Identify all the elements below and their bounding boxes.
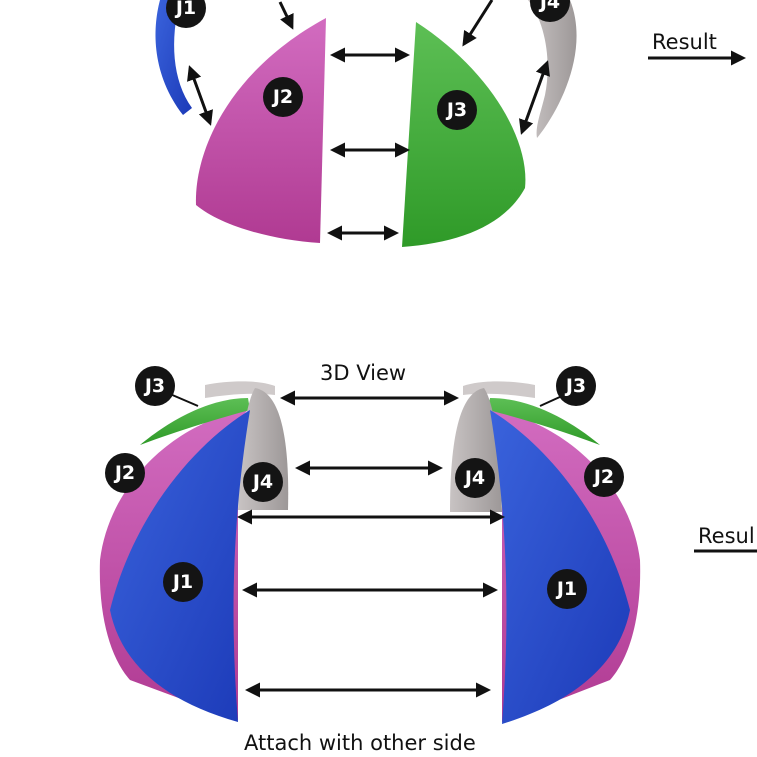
view-label: 3D View bbox=[320, 361, 406, 385]
assembled-view: 3D View J3 J2 J4 J1 J3 bbox=[99, 361, 757, 755]
svg-text:J2: J2 bbox=[592, 466, 614, 488]
exploded-view: J1 J2 J3 J4 Result bbox=[155, 0, 746, 247]
piece-j3 bbox=[402, 22, 526, 247]
svg-text:J2: J2 bbox=[113, 462, 135, 484]
badge-right-j4: J4 bbox=[455, 458, 495, 498]
badge-j1: J1 bbox=[166, 0, 206, 28]
left-j3-layer bbox=[140, 398, 250, 445]
svg-text:J1: J1 bbox=[174, 0, 196, 19]
badge-left-j1: J1 bbox=[163, 562, 203, 602]
badge-left-j3: J3 bbox=[135, 366, 175, 406]
arrow-j4-j3-top bbox=[462, 0, 494, 47]
leader-right-j3 bbox=[539, 395, 563, 407]
badge-right-j2: J2 bbox=[584, 457, 624, 497]
right-half bbox=[450, 381, 641, 724]
leader-left-j3 bbox=[169, 393, 199, 407]
badge-left-j4: J4 bbox=[243, 462, 283, 502]
attach-caption: Attach with other side bbox=[244, 731, 476, 755]
badge-left-j2: J2 bbox=[105, 453, 145, 493]
badge-j2: J2 bbox=[263, 77, 303, 117]
arrow-j1-j2 bbox=[187, 65, 213, 126]
svg-text:J4: J4 bbox=[538, 0, 560, 13]
badge-right-j1: J1 bbox=[547, 569, 587, 609]
svg-text:J2: J2 bbox=[271, 86, 293, 108]
svg-text:J4: J4 bbox=[463, 467, 485, 489]
arrow-j3-j4 bbox=[519, 60, 550, 135]
result-label-bottom: Resul bbox=[698, 524, 755, 548]
svg-text:J3: J3 bbox=[143, 375, 165, 397]
svg-text:J3: J3 bbox=[445, 99, 467, 121]
badge-j4: J4 bbox=[530, 0, 570, 22]
right-j1-piece bbox=[490, 410, 630, 724]
badge-right-j3: J3 bbox=[556, 366, 596, 406]
result-label-top: Result bbox=[652, 30, 717, 54]
piece-j4 bbox=[528, 0, 577, 138]
svg-text:J4: J4 bbox=[251, 471, 273, 493]
piece-j1 bbox=[155, 0, 192, 115]
svg-text:J1: J1 bbox=[555, 578, 577, 600]
arrow-j1-down bbox=[278, 1, 294, 30]
badge-j3: J3 bbox=[437, 90, 477, 130]
right-j3-layer bbox=[488, 398, 600, 445]
right-grey-rim bbox=[463, 381, 535, 398]
svg-text:J3: J3 bbox=[564, 375, 586, 397]
piece-j2 bbox=[195, 18, 326, 243]
svg-text:J1: J1 bbox=[171, 571, 193, 593]
left-grey-rim bbox=[205, 381, 275, 398]
left-half bbox=[99, 381, 289, 722]
